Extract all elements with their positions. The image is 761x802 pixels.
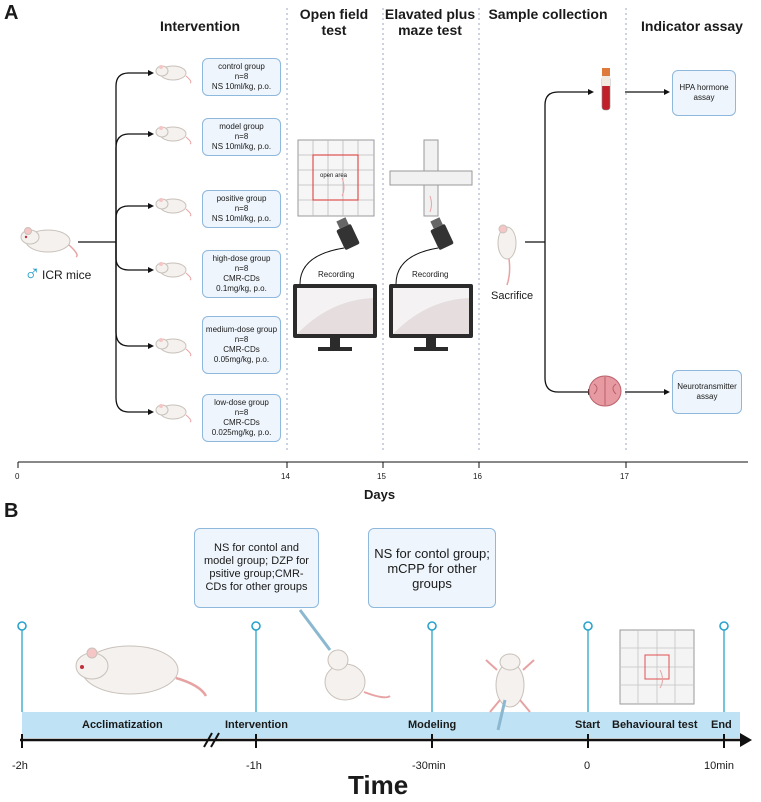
recording-label-1: Recording — [318, 270, 355, 279]
end-label: End — [711, 719, 732, 731]
group-box-medium-dose: medium-dose group n=8 CMR-CDs 0.05mg/kg,… — [202, 316, 281, 374]
injection-mouse-icon — [485, 653, 535, 731]
icr-mice-label: ICR mice — [42, 268, 92, 282]
group-drug: NS 10ml/kg, p.o. — [211, 214, 272, 223]
days-tick-16: 16 — [473, 472, 482, 481]
time-tick-0: 0 — [584, 760, 591, 772]
indicator-assay-title: Indicator assay — [641, 18, 743, 34]
monitor-icon-1 — [293, 284, 377, 351]
behavioural-arena-icon — [619, 629, 695, 705]
camera-icon-2 — [430, 217, 454, 250]
group-box-control: control group n=8 NS 10ml/kg, p.o. — [202, 58, 281, 96]
sample-collection-title: Sample collection — [488, 6, 608, 22]
intervention-note-box: NS for contol and model group; DZP for p… — [194, 528, 319, 608]
intervention-bar-label: Intervention — [225, 719, 288, 731]
group-name: low-dose group — [214, 398, 269, 407]
sacrifice-mouse-icon — [497, 224, 517, 286]
group-n: n=8 — [234, 335, 249, 344]
timeline-bar — [22, 712, 740, 738]
group-name: high-dose group — [212, 254, 271, 263]
behavioural-test-label: Behavioural test — [612, 719, 698, 731]
days-tick-17: 17 — [620, 472, 629, 481]
group-drug: CMR-CDs — [223, 274, 260, 283]
time-tick-minus-30min: -30min — [412, 760, 446, 772]
axis-break-icon — [203, 732, 220, 748]
group-drug: CMR-CDs — [223, 418, 260, 427]
elevated-plus-maze-icon — [389, 139, 473, 217]
group-name: model group — [219, 122, 264, 131]
neurotransmitter-assay-box: Neurotransmitter assay — [672, 370, 742, 414]
group-n: n=8 — [234, 204, 249, 213]
group-dose: 0.05mg/kg, p.o. — [213, 355, 270, 364]
group-mouse-icons — [155, 65, 192, 423]
days-tick-15: 15 — [377, 472, 386, 481]
time-tick-minus-2h: -2h — [12, 760, 28, 772]
days-tick-14: 14 — [281, 472, 290, 481]
group-box-low-dose: low-dose group n=8 CMR-CDs 0.025mg/kg, p… — [202, 394, 281, 442]
group-drug: NS 10ml/kg, p.o. — [211, 82, 272, 91]
group-n: n=8 — [234, 132, 249, 141]
group-n: n=8 — [234, 264, 249, 273]
start-label: Start — [575, 719, 601, 731]
modeling-note-box: NS for contol group; mCPP for other grou… — [368, 528, 496, 608]
panel-b-letter: B — [4, 500, 19, 522]
gavage-mouse-icon — [298, 609, 391, 701]
group-name: positive group — [216, 194, 267, 203]
panel-a-graphics — [17, 8, 748, 468]
group-name: control group — [218, 62, 265, 71]
time-axis-label: Time — [348, 770, 409, 800]
time-tick-minus-1h: -1h — [246, 760, 262, 772]
modeling-label: Modeling — [408, 719, 457, 731]
group-n: n=8 — [234, 72, 249, 81]
days-axis-label: Days — [364, 487, 396, 502]
panel-a-letter: A — [4, 2, 19, 24]
camera-icon-1 — [336, 217, 360, 250]
open-area-label: open area — [320, 173, 348, 179]
blood-tube-icon — [601, 68, 611, 111]
brain-icon — [588, 375, 622, 407]
group-drug: NS 10ml/kg, p.o. — [211, 142, 272, 151]
group-name: medium-dose group — [205, 325, 278, 334]
group-box-high-dose: high-dose group n=8 CMR-CDs 0.1mg/kg, p.… — [202, 250, 281, 298]
hpa-assay-box: HPA hormone assay — [672, 70, 736, 116]
group-dose: 0.025mg/kg, p.o. — [211, 428, 272, 437]
epm-title: Elavated plus maze test — [384, 6, 476, 38]
sacrifice-label: Sacrifice — [491, 290, 534, 302]
acclimatization-mouse-icon — [75, 645, 208, 697]
group-box-model: model group n=8 NS 10ml/kg, p.o. — [202, 118, 281, 156]
group-n: n=8 — [234, 408, 249, 417]
icr-mouse-icon — [20, 227, 78, 258]
panel-b-graphics — [17, 609, 752, 748]
open-field-arena-icon — [297, 139, 375, 217]
recording-label-2: Recording — [412, 270, 449, 279]
male-symbol-icon: ♂ — [24, 260, 41, 285]
days-tick-0: 0 — [15, 472, 20, 481]
monitor-icon-2 — [389, 284, 473, 351]
time-tick-10min: 10min — [704, 760, 734, 772]
intervention-title: Intervention — [159, 18, 241, 34]
open-field-title: Open field test — [299, 6, 369, 38]
group-drug: CMR-CDs — [223, 345, 260, 354]
group-dose: 0.1mg/kg, p.o. — [216, 284, 267, 293]
group-box-positive: positive group n=8 NS 10ml/kg, p.o. — [202, 190, 281, 228]
acclimatization-label: Acclimatization — [82, 719, 163, 731]
